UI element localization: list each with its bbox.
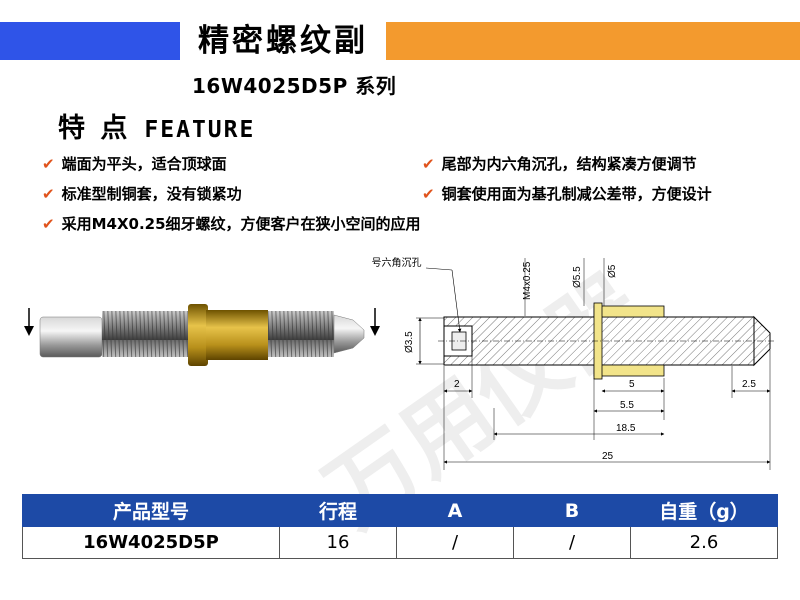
- dim-18-5: 18.5: [616, 423, 636, 434]
- feature-heading-en: FEATURE: [144, 117, 256, 143]
- dim-dia-outer: Ø5.5: [572, 266, 583, 288]
- dim-2: 2: [454, 379, 460, 390]
- arrow-down-icon: [24, 326, 34, 336]
- table-header-model: 产品型号: [22, 494, 280, 527]
- check-icon: ✔: [42, 215, 55, 233]
- callout-hex-socket: 2号六角沉孔: [372, 256, 422, 269]
- feature-item-text: 铜套使用面为基孔制减公差带，方便设计: [441, 185, 712, 203]
- feature-item-text: 端面为平头，适合顶球面: [61, 155, 227, 173]
- dim-2-5: 2.5: [742, 379, 756, 390]
- feature-item: ✔ 标准型制铜套，没有锁紧功: [42, 183, 242, 204]
- feature-item-text: 尾部为内六角沉孔，结构紧凑方便调节: [441, 155, 697, 173]
- spec-table: 产品型号 行程 A B 自重（g） 16W4025D5P 16 / / 2.6: [22, 494, 778, 559]
- header-bar-left: [0, 22, 180, 60]
- feature-item: ✔ 采用M4X0.25细牙螺纹，方便客户在狭小空间的应用: [42, 213, 421, 234]
- technical-drawing: Ø3.5 2号六角沉孔 M4x0.25 Ø5.5 Ø5 2 5 2.5 5.5 …: [372, 256, 776, 470]
- table-header-weight: 自重（g）: [630, 494, 778, 527]
- feature-item: ✔ 铜套使用面为基孔制减公差带，方便设计: [422, 183, 712, 204]
- dim-dia-inner: Ø5: [607, 264, 618, 278]
- table-header-b: B: [513, 494, 631, 527]
- dim-dia-left: Ø3.5: [404, 331, 415, 353]
- dim-5: 5: [629, 379, 635, 390]
- check-icon: ✔: [422, 155, 435, 173]
- product-illustration: [24, 304, 380, 366]
- series-subtitle: 16W4025D5P 系列: [192, 74, 397, 98]
- feature-item: ✔ 端面为平头，适合顶球面: [42, 153, 227, 174]
- feature-heading-cn: 特 点: [58, 113, 131, 144]
- cell-a: /: [396, 526, 514, 559]
- dim-thread: M4x0.25: [522, 261, 533, 300]
- check-icon: ✔: [422, 185, 435, 203]
- feature-heading: 特 点 FEATURE: [58, 106, 255, 145]
- dim-25: 25: [602, 451, 614, 462]
- cell-stroke: 16: [279, 526, 397, 559]
- cell-b: /: [513, 526, 631, 559]
- cell-weight: 2.6: [630, 526, 778, 559]
- header-bar-right: [386, 22, 800, 60]
- feature-item-text: 采用M4X0.25细牙螺纹，方便客户在狭小空间的应用: [61, 215, 421, 233]
- table-row: 16W4025D5P 16 / / 2.6: [22, 526, 778, 559]
- feature-item: ✔ 尾部为内六角沉孔，结构紧凑方便调节: [422, 153, 697, 174]
- table-header-a: A: [396, 494, 514, 527]
- cell-model: 16W4025D5P: [22, 526, 280, 559]
- dim-5-5: 5.5: [620, 400, 634, 411]
- table-header-stroke: 行程: [279, 494, 397, 527]
- arrow-down-icon: [370, 326, 380, 336]
- feature-item-text: 标准型制铜套，没有锁紧功: [61, 185, 242, 203]
- check-icon: ✔: [42, 155, 55, 173]
- table-header-row: 产品型号 行程 A B 自重（g）: [22, 494, 778, 527]
- check-icon: ✔: [42, 185, 55, 203]
- page-title: 精密螺纹副: [198, 23, 368, 59]
